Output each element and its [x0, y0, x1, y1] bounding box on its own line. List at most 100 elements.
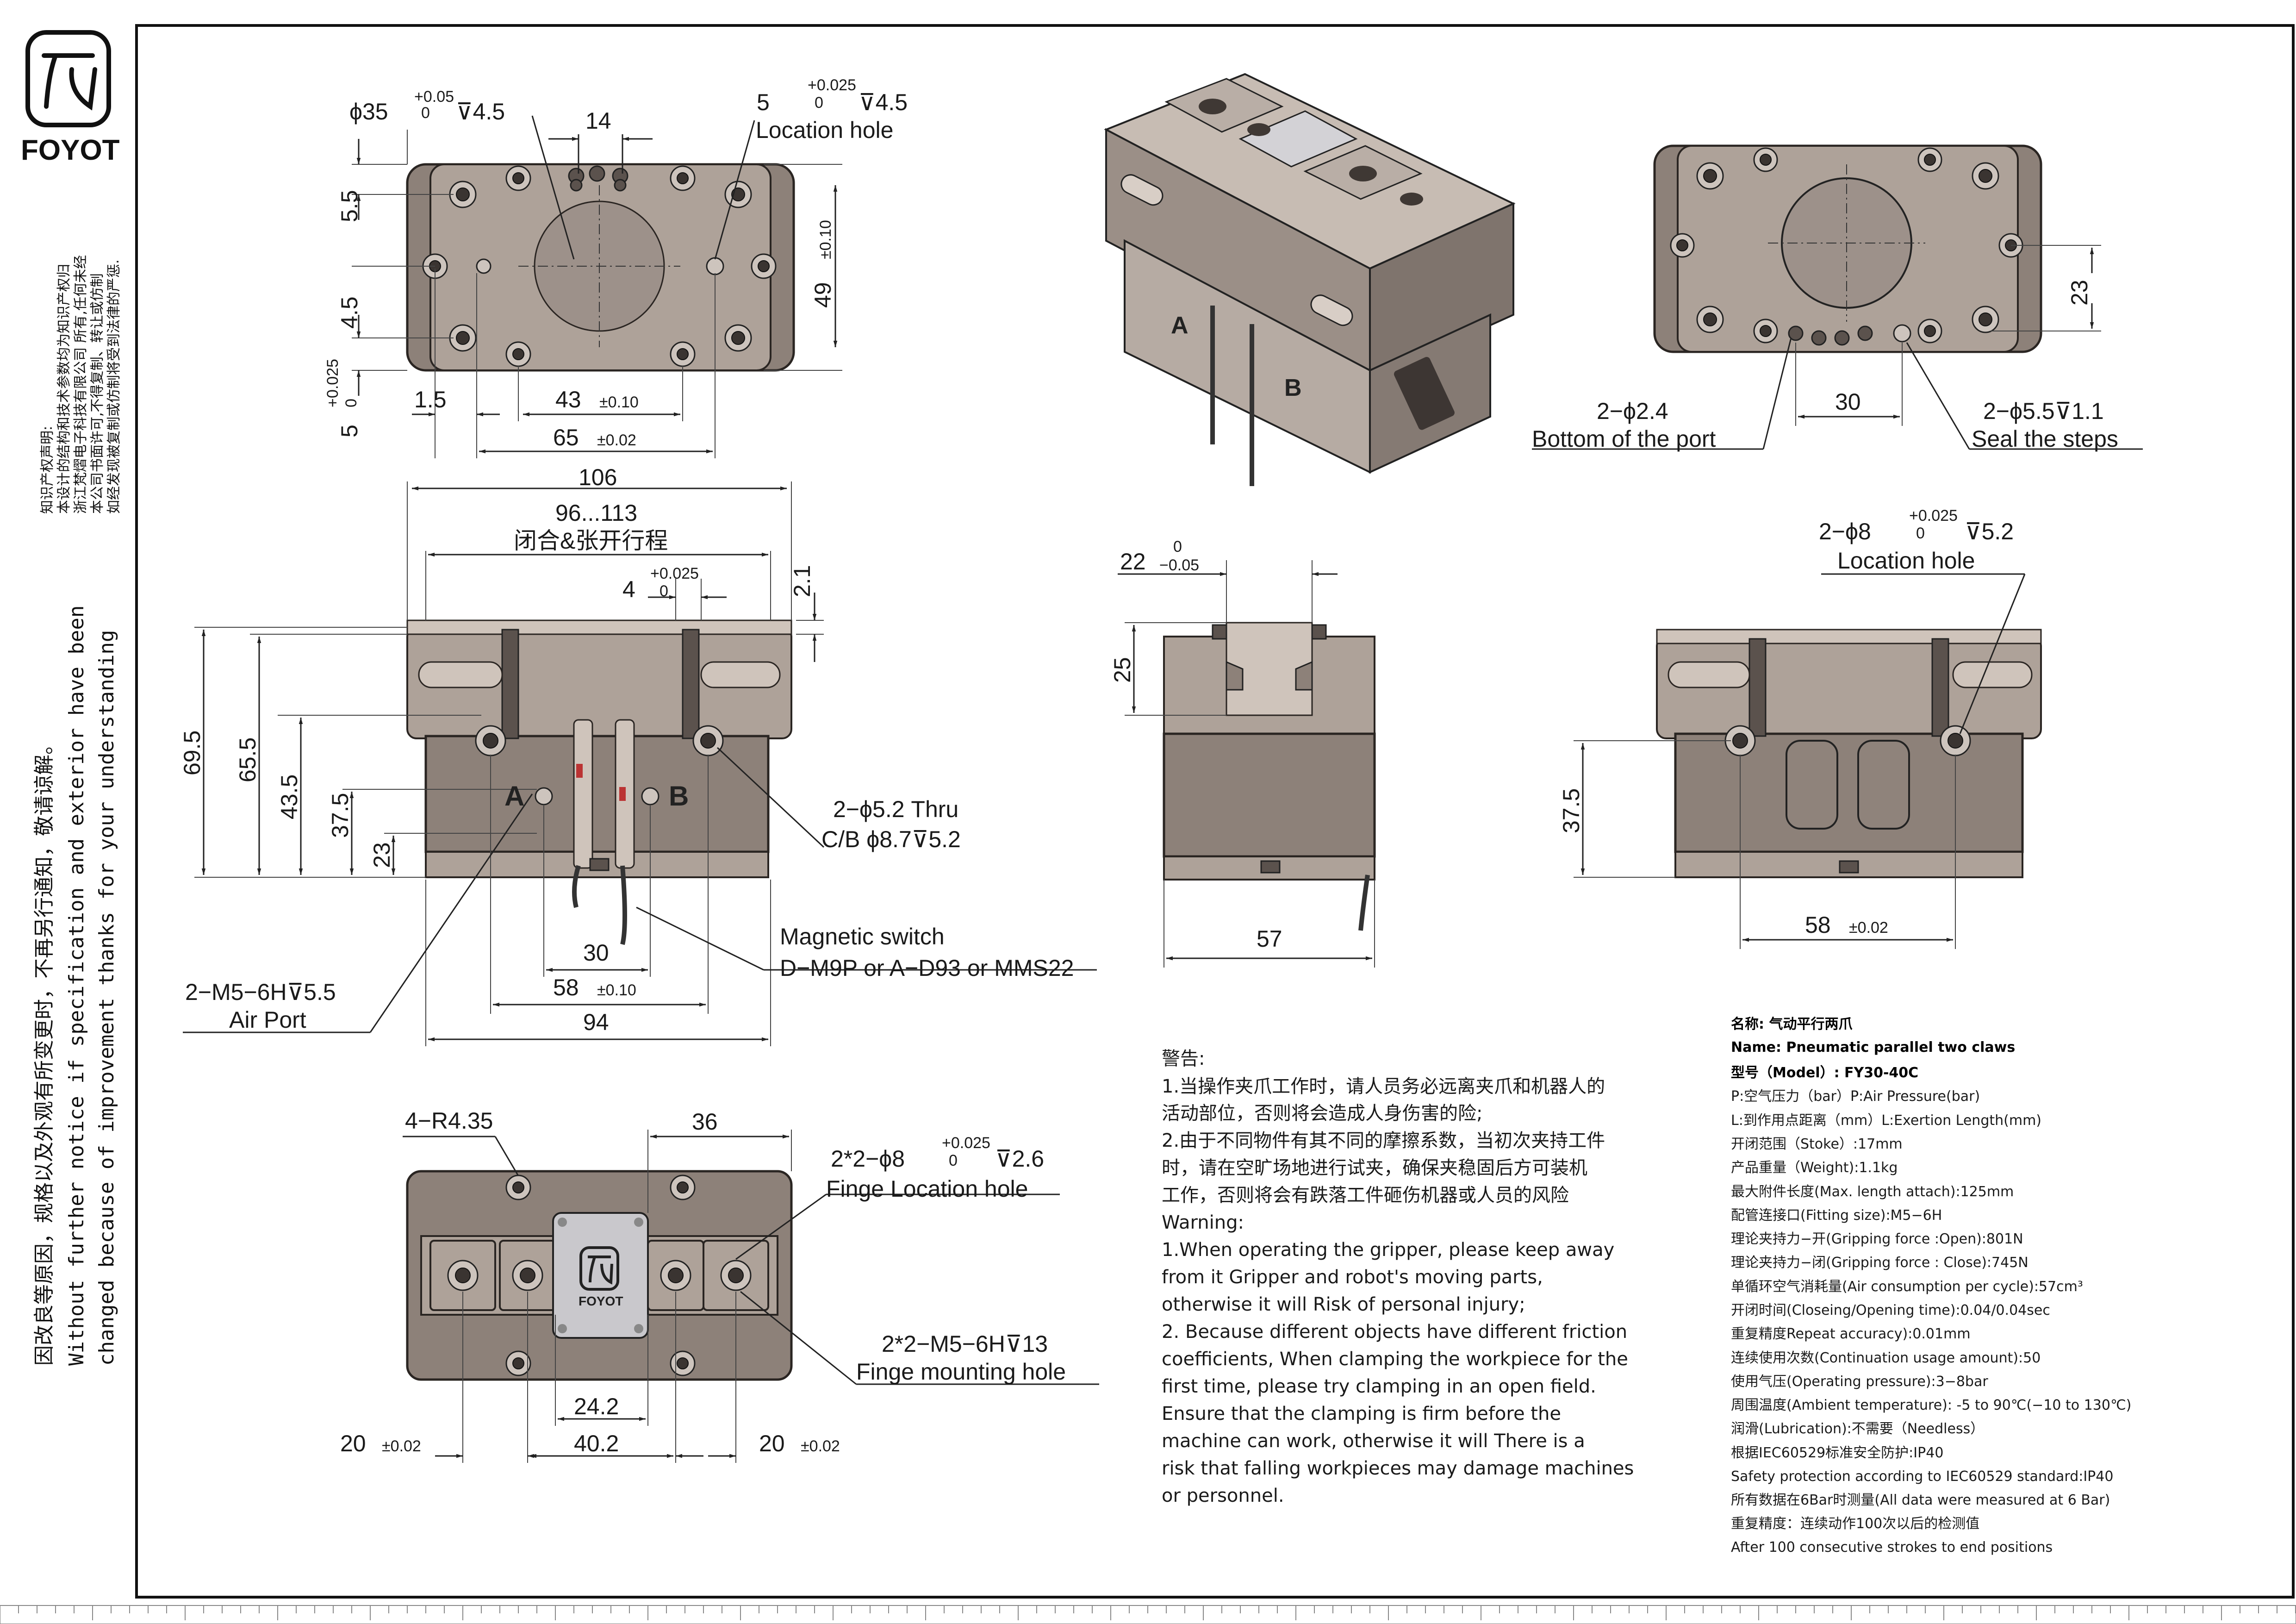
finger-mount-label: Finge mounting hole: [856, 1359, 1066, 1385]
dim-23: 23: [369, 842, 395, 868]
finger-location-label: Finge Location hole: [826, 1176, 1028, 1202]
dim-49: 49: [810, 282, 836, 308]
warning-block: 警告: 1.当操作夹爪工作时，请人员务必远离夹爪和机器人的 活动部位，否则将会造…: [1162, 1048, 1634, 1506]
ip-line-3: 浙江梵熠电子科技有限公司 所有,任何未经: [73, 255, 89, 514]
top-view: ϕ35 +0.05 0 ⊽4.5 14 5 +0.025 0 ⊽4.5 Loca…: [324, 76, 908, 458]
spec-block: 名称: 气动平行两爪 Name: Pneumatic parallel two …: [1731, 1016, 2131, 1555]
spec-line: 周围温度(Ambient temperature): -5 to 90℃(−10…: [1731, 1397, 2131, 1413]
rt-dim-30: 30: [1835, 389, 1861, 415]
magnetic-switch-models: D−M9P or A−D93 or MMS22: [780, 955, 1074, 981]
rt-dim-23: 23: [2066, 280, 2092, 306]
dim-22-tol-up: 0: [1173, 538, 1182, 556]
side-view: 22 0 −0.05 25 57: [1109, 538, 1376, 968]
finger-location-spec: 2*2−ϕ8: [831, 1146, 905, 1172]
sheet-frame: [135, 24, 2295, 1599]
warning-line: Ensure that the clamping is firm before …: [1162, 1403, 1561, 1424]
warning-line: or personnel.: [1162, 1485, 1284, 1506]
dim-43: 43: [555, 387, 581, 412]
dim-24-2: 24.2: [574, 1393, 619, 1419]
right-top-view: 23 30 2−ϕ2.4 Bottom of the port 2−ϕ5.5⊽1…: [1532, 144, 2143, 452]
warning-line: 警告:: [1162, 1048, 1205, 1069]
dim-58-tol: ±0.10: [597, 981, 636, 999]
company-name: FOYOT: [21, 134, 120, 166]
dim-106: 106: [579, 464, 617, 490]
dim-phi5-tol-up: +0.025: [808, 76, 856, 94]
disclaimer: 因改良等原因，规格以及外观有所变更时，不再另行通知，敬请谅解。 Without …: [32, 606, 118, 1366]
spec-name-zh: 名称: 气动平行两爪: [1731, 1016, 1853, 1032]
spec-line: 重复精度Repeat accuracy):0.01mm: [1731, 1326, 1971, 1342]
rf-hole-tol-lo: 0: [1916, 525, 1925, 542]
spec-line: 理论夹持力−闭(Gripping force : Close):745N: [1731, 1255, 2028, 1271]
isometric-view: A B: [1104, 73, 1516, 486]
spec-line: 开闭范围（Stoke）:17mm: [1731, 1136, 1903, 1152]
plate-logo-text: FOYOT: [579, 1294, 623, 1308]
dim-4-tol-up: +0.025: [650, 565, 699, 582]
finger-location-tol-up: +0.025: [942, 1134, 990, 1152]
dim-49-tol: ±0.10: [817, 220, 834, 259]
spec-line: 润滑(Lubrication):不需要（Needless）: [1731, 1421, 1984, 1437]
dim-4-tol-lo: 0: [660, 582, 668, 600]
warning-line: 时，请在空旷场地进行试夹，确保夹稳固后方可装机: [1162, 1157, 1587, 1179]
dim-25: 25: [1109, 657, 1135, 683]
bottom-view: FOYOT 4−R4.35 36 2*2−ϕ8 +0.025 0 ⊽2.6 Fi…: [340, 1108, 1099, 1463]
dim-36: 36: [692, 1109, 718, 1135]
warning-line: coefficients, When clamping the workpiec…: [1162, 1349, 1628, 1370]
spec-line: 使用气压(Operating pressure):3−8bar: [1731, 1374, 1988, 1390]
ruler-strip: [0, 1605, 2296, 1624]
disclaimer-en-2: changed because of improvement thanks fo…: [95, 630, 118, 1366]
dim-57: 57: [1257, 926, 1282, 952]
dim-43-tol: ±0.10: [599, 394, 639, 411]
dim-14: 14: [585, 108, 611, 134]
dim-5-tol-lo: 0: [342, 399, 360, 407]
warning-line: 1.When operating the gripper, please kee…: [1162, 1239, 1614, 1261]
dim-30: 30: [583, 940, 609, 966]
dim-65-5: 65.5: [235, 737, 261, 782]
dim-20-left: 20: [340, 1430, 366, 1456]
spec-line: 最大附件长度(Max. length attach):125mm: [1731, 1184, 2014, 1200]
port-a-label: A: [504, 781, 524, 812]
finger-mount-spec: 2*2−M5−6H⊽13: [882, 1331, 1048, 1357]
port-b-label: B: [669, 781, 689, 812]
dim-5-5: 5.5: [336, 190, 362, 222]
dim-69-5: 69.5: [179, 731, 205, 775]
dim-phi5-tol-lo: 0: [815, 94, 823, 112]
warning-line: Warning:: [1162, 1212, 1244, 1233]
warning-line: otherwise it will Risk of personal injur…: [1162, 1294, 1525, 1315]
dim-40-2: 40.2: [574, 1430, 619, 1456]
finger-location-depth: ⊽2.6: [995, 1146, 1044, 1172]
warning-line: 活动部位，否则将会造成人身伤害的险;: [1162, 1103, 1482, 1124]
dim-65: 65: [553, 425, 579, 450]
thru-hole-label-1: 2−ϕ5.2 Thru: [833, 796, 958, 822]
warning-line: first time, please try clamping in an op…: [1162, 1376, 1596, 1397]
dim-4-r4-35: 4−R4.35: [405, 1108, 493, 1134]
dim-phi5: 5: [757, 89, 770, 115]
dim-1-5: 1.5: [414, 387, 447, 412]
spec-model: 型号（Model）: FY30-40C: [1731, 1065, 1918, 1081]
finger-location-tol-lo: 0: [949, 1152, 958, 1169]
dim-58: 58: [553, 974, 579, 1000]
dim-phi35-depth: ⊽4.5: [456, 99, 505, 125]
warning-line: machine can work, otherwise it will Ther…: [1162, 1430, 1585, 1452]
ip-line-4: 本公司书面许可,不得复制、转让或仿制: [89, 273, 106, 514]
dim-4: 4: [622, 576, 635, 602]
spec-line: 连续使用次数(Continuation usage amount):50: [1731, 1350, 2041, 1366]
seal-steps-spec: 2−ϕ5.5⊽1.1: [1983, 398, 2104, 424]
seal-steps-label: Seal the steps: [1972, 426, 2118, 452]
dim-phi35-tol-lo: 0: [421, 104, 430, 122]
dim-22: 22: [1120, 549, 1146, 575]
spec-line: 根据IEC60529标准安全防护:IP40: [1731, 1445, 1943, 1461]
spec-line: 配管连接口(Fitting size):M5−6H: [1731, 1207, 1942, 1224]
dim-20-left-tol: ±0.02: [382, 1437, 421, 1455]
dim-43-5: 43.5: [276, 775, 302, 819]
air-port-label: Air Port: [229, 1007, 306, 1033]
dim-96-113: 96...113: [555, 500, 637, 526]
spec-line: After 100 consecutive strokes to end pos…: [1731, 1539, 2053, 1555]
iso-port-b: B: [1284, 375, 1302, 401]
rf-hole-tol-up: +0.025: [1909, 507, 1958, 525]
dim-5: 5: [336, 425, 362, 437]
stroke-label: 闭合&张开行程: [514, 528, 668, 554]
spec-line: 产品重量（Weight):1.1kg: [1731, 1160, 1898, 1176]
dim-4-5: 4.5: [336, 296, 362, 329]
air-port-spec: 2−M5−6H⊽5.5: [185, 979, 336, 1005]
